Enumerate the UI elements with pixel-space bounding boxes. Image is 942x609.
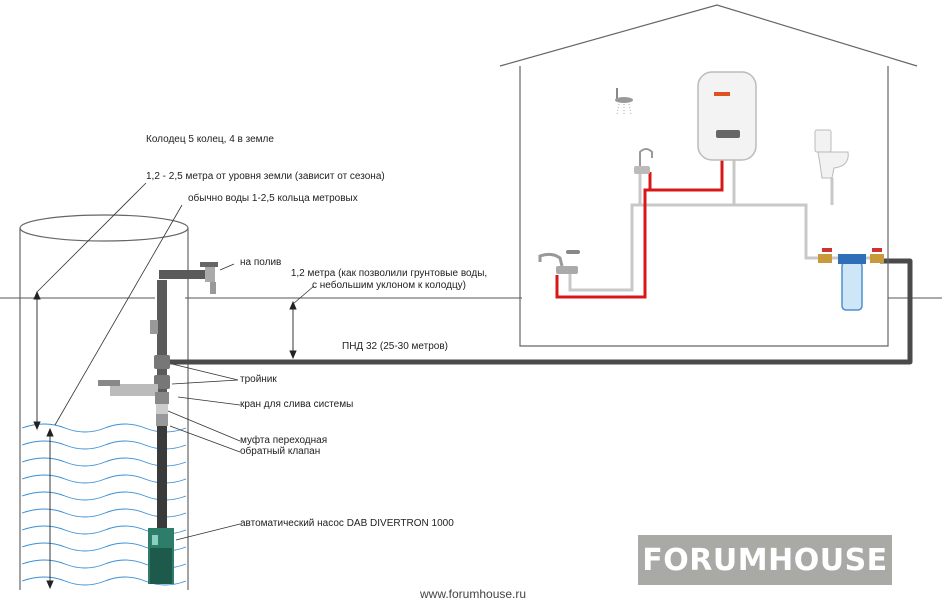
hot-pipes (555, 158, 724, 299)
logo-text: FORUMHOUSE (642, 542, 888, 578)
pipe-depth-arrow (289, 300, 297, 360)
drain-valve (98, 380, 169, 404)
pump-label: автоматический насос DAB DIVERTRON 1000 (240, 518, 454, 529)
depth-dimension-arrow (33, 290, 41, 431)
pipe-label: ПНД 32 (25-30 метров) (342, 341, 448, 352)
pipe-depth-line-2: с небольшим уклоном к колодцу) (311, 280, 467, 291)
forumhouse-logo: FORUMHOUSE (638, 535, 892, 585)
sink-faucet-icon (538, 250, 580, 274)
house-outline (499, 4, 918, 347)
riser-pipe (157, 270, 210, 535)
coupling-label: муфта переходная (240, 435, 328, 446)
ball-valve-icons (818, 248, 884, 263)
drain-valve-label: кран для слива системы (240, 399, 354, 410)
leader-lines (36, 182, 315, 541)
tee-label: тройник (240, 374, 277, 385)
water-dimension-arrow (46, 427, 54, 590)
depth-to-water-label: 1,2 - 2,5 метра от уровня земли (зависит… (146, 171, 385, 182)
pipe-depth-line-1: 1,2 метра (как позволили грунтовые воды, (290, 268, 488, 279)
main-pipe-pnd32 (162, 258, 913, 365)
shower-icon (615, 88, 633, 115)
cold-pipes (568, 158, 880, 292)
check-valve-label: обратный клапан (240, 446, 321, 457)
site-url: www.forumhouse.ru (420, 587, 527, 601)
well-ring (19, 214, 189, 590)
shower-mixer-icon (634, 148, 653, 174)
well-label: Колодец 5 колец, 4 в земле (146, 134, 274, 145)
water-heater-icon (697, 71, 757, 161)
toilet-icon (814, 129, 849, 179)
garden-tap (200, 262, 218, 294)
coupling-check-valve (156, 404, 168, 426)
submersible-pump (148, 528, 174, 584)
pipe-depth-label: 1,2 метра (как позволили грунтовые воды,… (289, 268, 489, 292)
water-level-label: обычно воды 1-2,5 кольца метровых (188, 193, 358, 204)
water-filter-icon (838, 254, 866, 311)
garden-tap-label: на полив (240, 257, 282, 268)
